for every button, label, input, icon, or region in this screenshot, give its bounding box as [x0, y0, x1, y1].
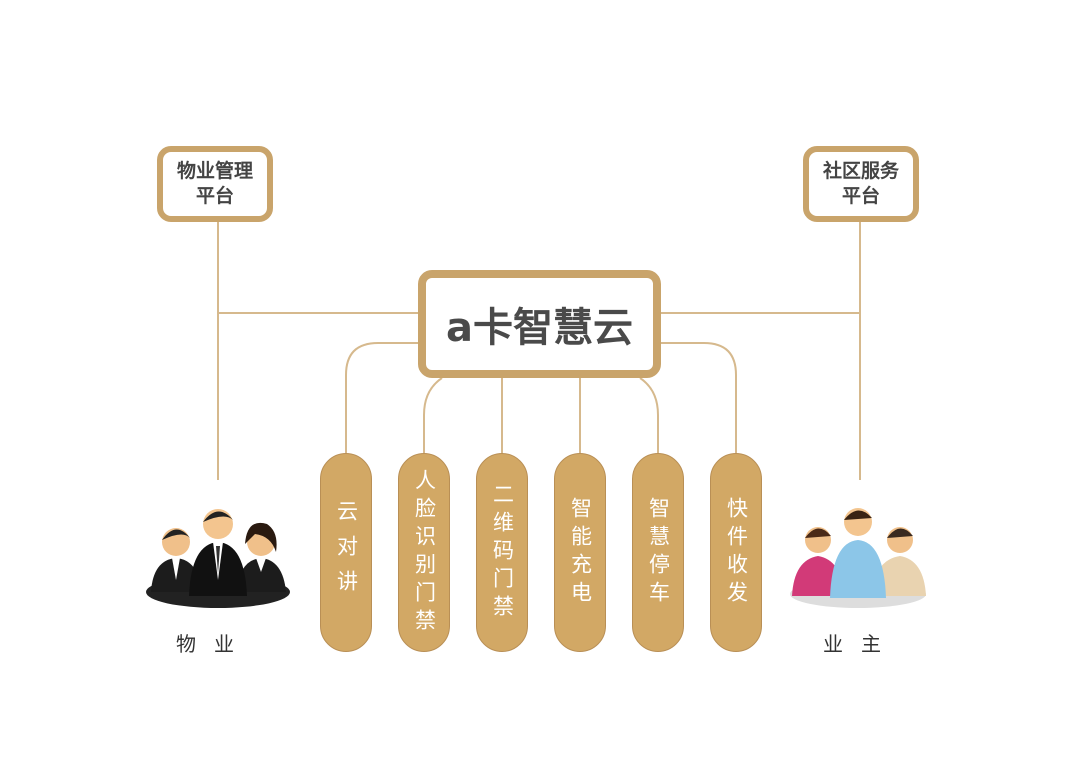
actor-label-owner: 业主	[823, 632, 899, 656]
platform-label-line1: 物业管理	[176, 160, 253, 182]
service-label: 人脸识别门禁	[412, 468, 437, 637]
platform-label-line2: 平台	[841, 185, 880, 207]
service-pill-smart-charging: 智能充电	[554, 453, 606, 652]
connector-5	[639, 377, 659, 453]
property-management-platform-box: 物业管理平台	[157, 146, 273, 222]
service-label: 云对讲	[334, 500, 359, 605]
service-pill-qr-access: 二维码门禁	[476, 453, 528, 652]
actor-label-property: 物业	[176, 632, 252, 656]
service-label: 智慧停车	[646, 496, 671, 609]
connector-6	[661, 342, 737, 453]
platform-label-line1: 社区服务	[822, 160, 899, 182]
service-pill-parcel: 快件收发	[710, 453, 762, 652]
service-pill-smart-parking: 智慧停车	[632, 453, 684, 652]
center-title: a卡智慧云	[446, 305, 633, 351]
service-pill-intercom: 云对讲	[320, 453, 372, 652]
owners-icon	[790, 508, 926, 608]
platform-label-line2: 平台	[195, 185, 234, 207]
center-cloud-box: a卡智慧云	[418, 270, 661, 378]
service-pill-face-access: 人脸识别门禁	[398, 453, 450, 652]
service-label: 二维码门禁	[490, 482, 515, 623]
service-label: 快件收发	[724, 496, 749, 609]
property-staff-icon	[146, 509, 290, 608]
connector-1	[345, 342, 418, 453]
service-label: 智能充电	[568, 496, 593, 609]
connector-2	[423, 377, 443, 453]
community-service-platform-box: 社区服务平台	[803, 146, 919, 222]
